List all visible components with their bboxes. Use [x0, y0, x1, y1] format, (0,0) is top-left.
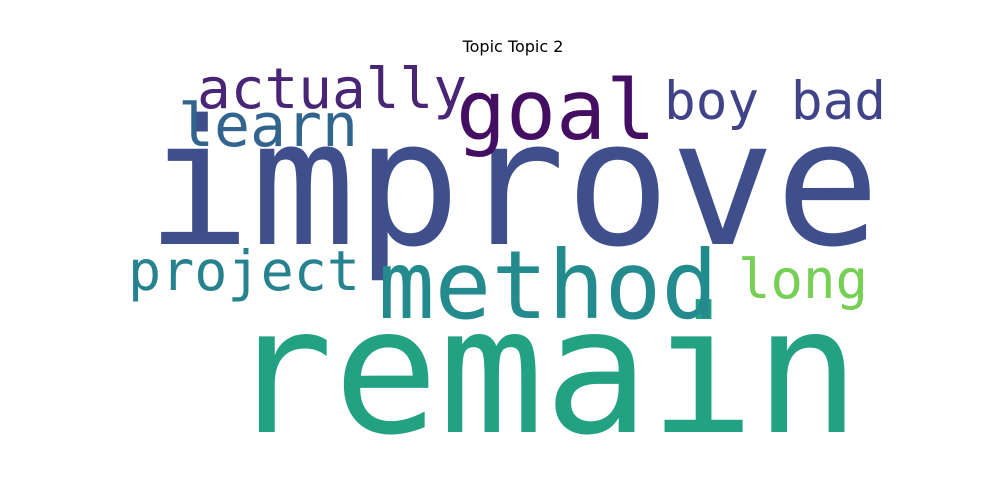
- word-improve: improve: [146, 83, 880, 286]
- word-method: method: [378, 232, 718, 341]
- chart-title: Topic Topic 2: [462, 37, 564, 56]
- word-project: project: [128, 239, 360, 303]
- word-learn: learn: [178, 91, 358, 161]
- word-boy-bad: boy bad: [664, 71, 886, 132]
- word-goal: goal: [456, 62, 656, 159]
- word-remain: remain: [228, 271, 860, 474]
- word-long: long: [738, 248, 868, 311]
- word-actually: actually: [197, 57, 467, 122]
